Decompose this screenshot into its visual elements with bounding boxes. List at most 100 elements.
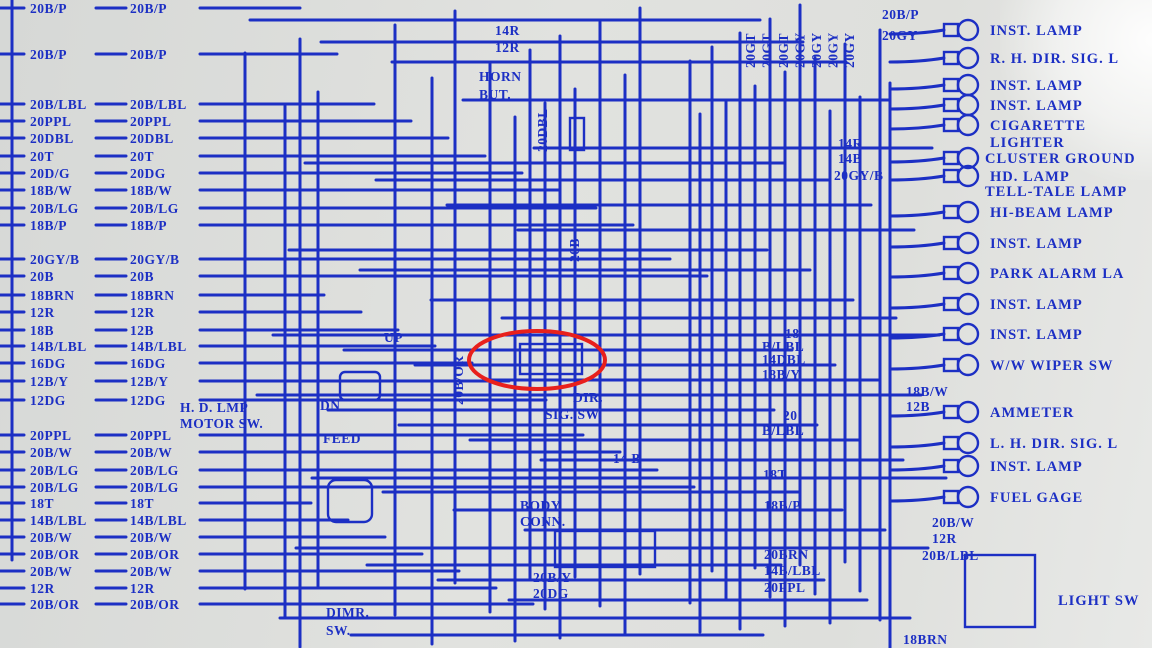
wire	[888, 363, 946, 371]
left-wire-label: 14B/LBL	[130, 339, 187, 354]
component-label: AMMETER	[990, 405, 1074, 421]
wire-label-20brn: 20BRN	[764, 547, 809, 562]
wire-label-14blbl: 14B/LBL	[764, 563, 821, 578]
wire-label-20gy: 20GY	[882, 28, 918, 43]
wire	[888, 441, 946, 449]
wire	[888, 241, 946, 249]
connector-icon	[942, 204, 960, 220]
wire	[888, 410, 946, 418]
component-label: INST. LAMP	[990, 236, 1083, 252]
left-wire-label: 18BRN	[30, 288, 75, 303]
left-wire-label: 16DG	[130, 356, 166, 371]
wire-label-blbl: B/LBL	[762, 339, 804, 354]
left-wire-label: 14B/LBL	[30, 513, 87, 528]
left-wire-label: 20GY/B	[130, 252, 180, 267]
left-wire-label: 20B/LG	[130, 201, 179, 216]
left-wire-label: 18T	[30, 496, 54, 511]
connector-icon	[942, 458, 960, 474]
wire	[888, 103, 946, 111]
horn-button-symbol	[568, 116, 586, 152]
wire-label-20by: 20B/Y	[533, 570, 572, 585]
wire-label-14b: 14 B	[613, 451, 641, 466]
component-label: INST. LAMP	[990, 78, 1083, 94]
dimmer-switch-symbol	[326, 478, 374, 524]
left-wire-label: 18B/P	[30, 218, 67, 233]
connector-icon	[942, 50, 960, 66]
wire	[888, 156, 946, 164]
wire-label-20gyb-right: 20GY/B	[834, 168, 884, 183]
wire-label-14r-right: 14R	[838, 136, 863, 151]
left-wire-label: 12B/Y	[30, 374, 69, 389]
connector-icon	[942, 150, 960, 166]
component-label: INST. LAMP	[990, 98, 1083, 114]
hd-lamp-motor-sw-label: H. D. LMP	[180, 400, 248, 415]
wire	[888, 495, 946, 503]
component-label: CLUSTER GROUND	[985, 151, 1136, 167]
wire-label-14dbl: 14DBL	[762, 352, 806, 367]
component-label: FUEL GAGE	[990, 490, 1083, 506]
left-wire-label: 18T	[130, 496, 154, 511]
lamp-socket-icon	[956, 292, 980, 316]
connector-icon	[942, 235, 960, 251]
left-wire-label: 20B/OR	[130, 597, 180, 612]
lamp-socket-icon	[956, 353, 980, 377]
wire	[888, 56, 946, 64]
wire-label-20gt: 20GT	[743, 33, 758, 68]
wire-label-12r-2: 12R	[932, 531, 957, 546]
left-wire-label: 12B/Y	[130, 374, 169, 389]
dimmer-switch-label-2: SW.	[326, 623, 351, 638]
left-wire-label: 20DBL	[30, 131, 74, 146]
left-wire-label: 20GY/B	[30, 252, 80, 267]
wires	[0, 0, 948, 648]
wire	[888, 174, 946, 182]
left-wire-label: 20PPL	[30, 114, 72, 129]
connector-icon	[942, 326, 960, 342]
left-wire-label: 20B/W	[30, 445, 72, 460]
horn-button-label-2: BUT.	[479, 87, 511, 102]
connector-icon	[942, 22, 960, 38]
left-wire-label: 20T	[30, 149, 54, 164]
left-wire-label: 20B	[130, 269, 154, 284]
connector-icon	[942, 77, 960, 93]
body-connector-symbol	[553, 529, 657, 569]
wire-label-20dbl: 20DBL	[535, 108, 550, 152]
wire-label-blbl-2: B/LBL	[762, 423, 804, 438]
lamp-socket-icon	[956, 485, 980, 509]
left-wire-label: 18B/W	[130, 183, 172, 198]
lamp-socket-icon	[956, 400, 980, 424]
wire-label-20ppl: 20PPL	[764, 580, 806, 595]
connector-icon	[942, 357, 960, 373]
left-wire-label: 20B/LG	[130, 480, 179, 495]
wire-label-18by: 18B/Y	[762, 367, 801, 382]
wire-label-20b: 20B	[567, 238, 582, 262]
left-wire-label: 20B/OR	[30, 547, 80, 562]
component-label: LIGHTER	[990, 135, 1065, 151]
wire	[888, 332, 946, 340]
left-wire-label: 12R	[130, 305, 155, 320]
component-label: W/W WIPER SW	[990, 358, 1113, 374]
left-wire-label: 20PPL	[30, 428, 72, 443]
wire-label-20bw: 20B/W	[932, 515, 974, 530]
connector-icon	[942, 296, 960, 312]
component-label: CIGARETTE	[990, 118, 1086, 134]
dir-sig-sw-label-2: SIG. SW.	[545, 407, 602, 422]
dimmer-switch-label: DIMR.	[326, 605, 369, 620]
left-wire-label: 20B/P	[130, 1, 167, 16]
wire-label-14r: 14R	[495, 23, 520, 38]
left-wire-label: 18BRN	[130, 288, 175, 303]
component-label: L. H. DIR. SIG. L	[990, 436, 1118, 452]
connector-icon	[942, 489, 960, 505]
left-wire-label: 20B/W	[130, 530, 172, 545]
wire-label-20gt: 20GY	[809, 32, 824, 68]
component-label: INST. LAMP	[990, 297, 1083, 313]
component-label: INST. LAMP	[990, 23, 1083, 39]
left-wire-label: 14B/LBL	[30, 339, 87, 354]
lamp-socket-icon	[956, 46, 980, 70]
wire-label-20gt: 20GT	[776, 33, 791, 68]
left-wire-label: 20B/LG	[130, 463, 179, 478]
wire	[888, 83, 946, 91]
component-label: TELL-TALE LAMP	[985, 184, 1127, 200]
left-wire-label: 20B/P	[130, 47, 167, 62]
left-wire-label: 20PPL	[130, 114, 172, 129]
